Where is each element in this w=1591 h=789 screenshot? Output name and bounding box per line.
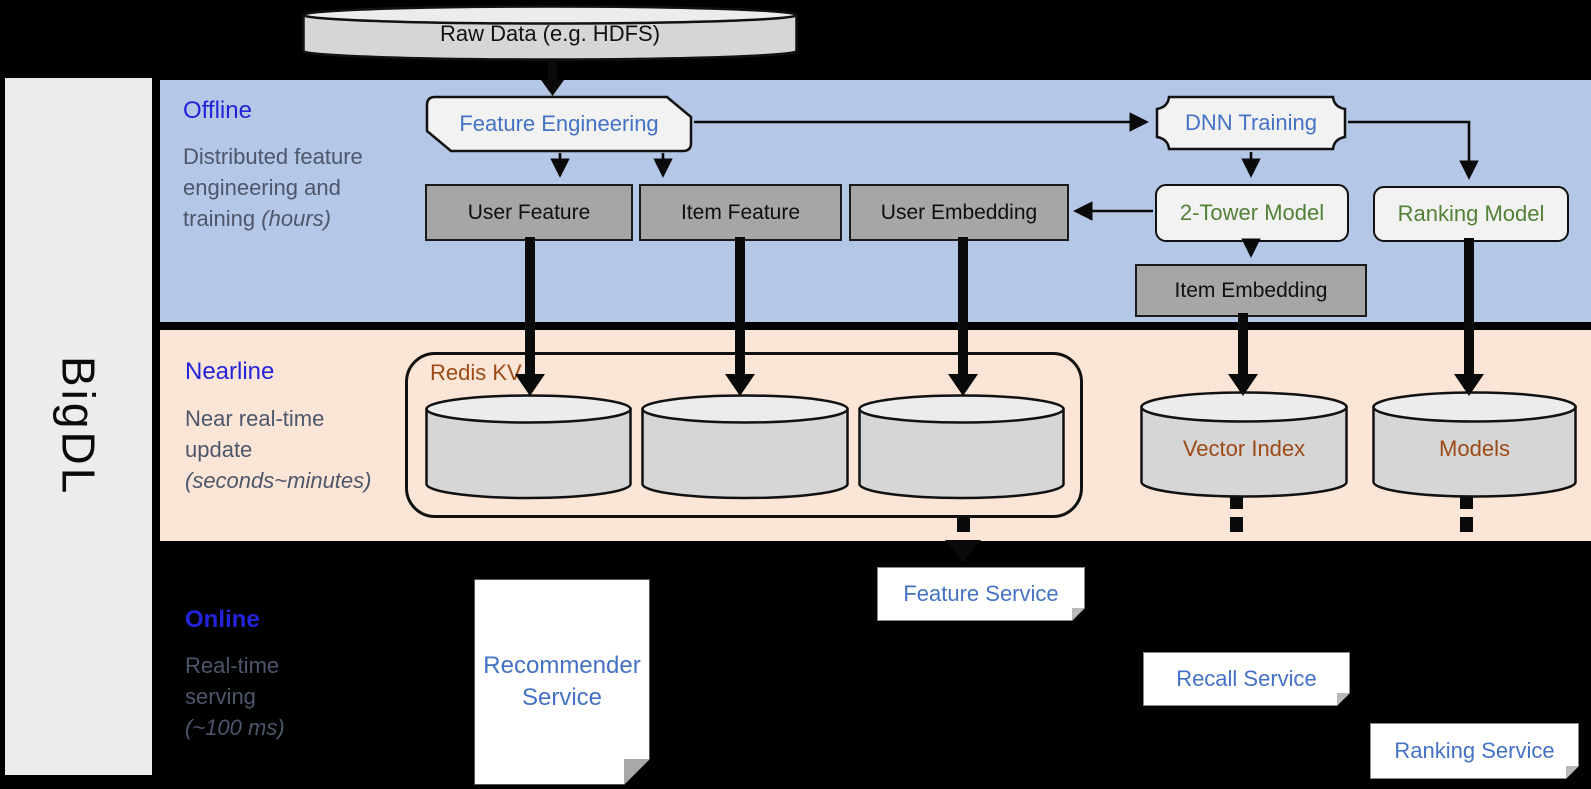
- item-embedding-node: Item Embedding: [1135, 264, 1367, 317]
- models-store: Models: [1372, 390, 1577, 500]
- online-desc-text: Real-time serving: [185, 653, 280, 710]
- offline-section-description: Distributed feature engineering and trai…: [183, 141, 375, 235]
- user-embedding-node: User Embedding: [849, 184, 1069, 241]
- user-feature-node: User Feature: [425, 184, 633, 241]
- raw-data-store: Raw Data (e.g. HDFS): [302, 5, 798, 62]
- recommender-service-node: Recommender Service: [474, 579, 650, 785]
- bigdl-brand-label: BigDL: [52, 356, 105, 497]
- item-feature-node: Item Feature: [639, 184, 842, 241]
- dnn-training-node: DNN Training: [1155, 95, 1347, 151]
- redis-shard-cylinder-2: [641, 393, 849, 501]
- nearline-desc-duration: (seconds~minutes): [185, 468, 372, 494]
- snip-corner-shape: [425, 95, 693, 153]
- redis-shard-cylinder-3: [858, 393, 1065, 501]
- online-section-description: Real-time serving (~100 ms): [185, 650, 297, 744]
- ranking-model-node: Ranking Model: [1373, 186, 1569, 242]
- database-cylinder-icon: [425, 394, 632, 500]
- feature-engineering-node: Feature Engineering: [425, 95, 693, 153]
- vector-index-store: Vector Index: [1140, 390, 1348, 500]
- database-cylinder-icon: [641, 394, 849, 500]
- plaque-shape: [1155, 95, 1347, 151]
- two-tower-model-node: 2-Tower Model: [1155, 184, 1349, 242]
- models-label: Models: [1439, 436, 1510, 462]
- redis-shard-cylinder-1: [425, 393, 632, 501]
- ranking-service-node: Ranking Service: [1370, 723, 1579, 779]
- online-section-title: Online: [185, 606, 260, 633]
- raw-data-label: Raw Data (e.g. HDFS): [439, 20, 661, 46]
- redis-kv-label: Redis KV: [430, 360, 522, 385]
- bigdl-sidebar: BigDL: [5, 78, 152, 775]
- offline-desc-text: Distributed feature engineering and trai…: [183, 144, 363, 232]
- nearline-section-title: Nearline: [185, 358, 275, 385]
- database-cylinder-icon: [858, 394, 1065, 500]
- offline-section-title: Offline: [183, 97, 252, 124]
- offline-desc-duration: (hours): [261, 206, 331, 232]
- feature-service-node: Feature Service: [877, 567, 1085, 621]
- nearline-section-description: Near real-time update (seconds~minutes): [185, 403, 390, 497]
- dnn-training-label: DNN Training: [1184, 110, 1318, 135]
- recall-service-node: Recall Service: [1143, 652, 1350, 706]
- database-cylinder-icon: [1372, 391, 1577, 498]
- vector-index-label: Vector Index: [1182, 436, 1306, 462]
- nearline-desc-text: Near real-time update: [185, 406, 325, 463]
- database-cylinder-icon: [302, 5, 798, 61]
- online-desc-duration: (~100 ms): [185, 715, 285, 741]
- database-cylinder-icon: [1140, 391, 1348, 498]
- feature-engineering-label: Feature Engineering: [459, 111, 659, 136]
